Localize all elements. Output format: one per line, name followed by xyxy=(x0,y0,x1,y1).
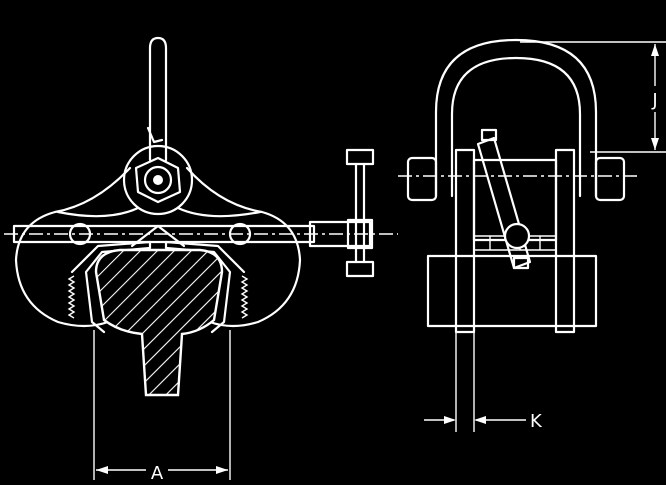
side-view: J K xyxy=(398,38,666,432)
lifting-eye xyxy=(146,36,168,162)
dimension-k: K xyxy=(424,332,543,432)
dimension-j: J xyxy=(520,41,666,153)
dimension-a: A xyxy=(93,330,231,484)
spindle xyxy=(4,220,398,248)
rail-section xyxy=(94,248,224,397)
dimension-j-label: J xyxy=(651,90,657,111)
front-view: A xyxy=(4,36,398,484)
dimension-k-label: K xyxy=(530,411,543,432)
pivot-nut xyxy=(122,144,194,216)
dimension-a-label: A xyxy=(151,463,164,484)
shackle xyxy=(398,38,640,202)
clamp-body xyxy=(14,166,302,328)
adjusting-handle xyxy=(345,148,375,278)
toggle-link xyxy=(476,128,532,270)
